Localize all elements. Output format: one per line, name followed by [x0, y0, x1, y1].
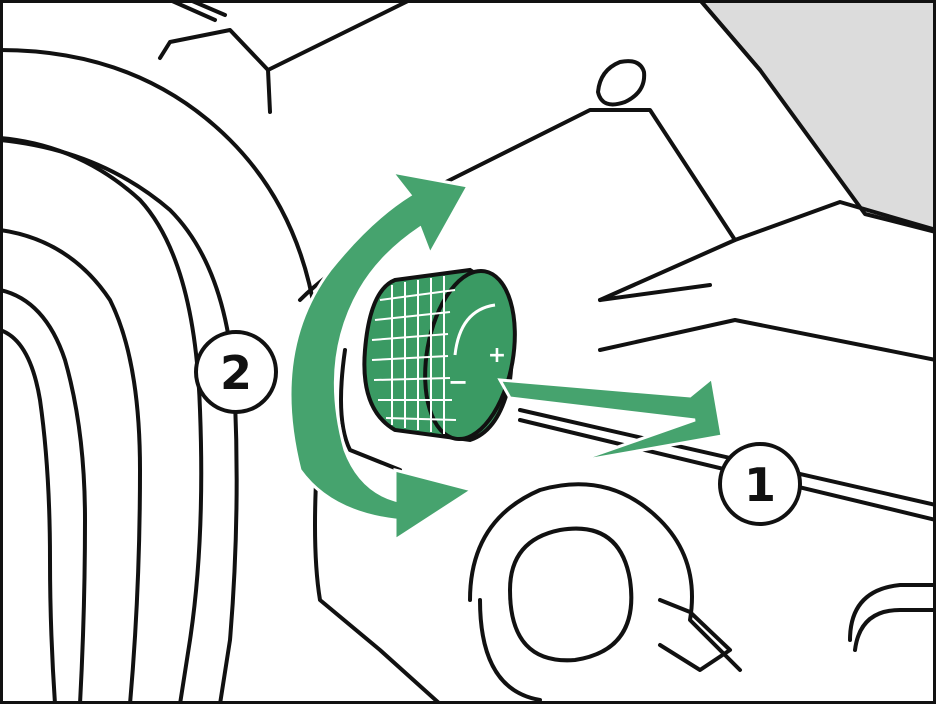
- knob-minus-sign: −: [448, 368, 468, 396]
- knob-rotation-mark: [453, 303, 496, 356]
- step-2-label: 2: [194, 330, 278, 414]
- knob-knurling: [371, 276, 457, 434]
- step-1-label: 1: [718, 442, 802, 526]
- step-2-circle: [194, 330, 278, 414]
- pull-arrow: [497, 375, 724, 464]
- step-2-number: 2: [220, 346, 252, 400]
- step-1-number: 1: [744, 458, 776, 512]
- step-1-circle: [718, 442, 802, 526]
- knob-plus-sign: +: [488, 343, 506, 368]
- diopter-knob: + −: [362, 267, 517, 443]
- background-shade: [700, 0, 936, 232]
- rotate-arrow: [288, 169, 476, 543]
